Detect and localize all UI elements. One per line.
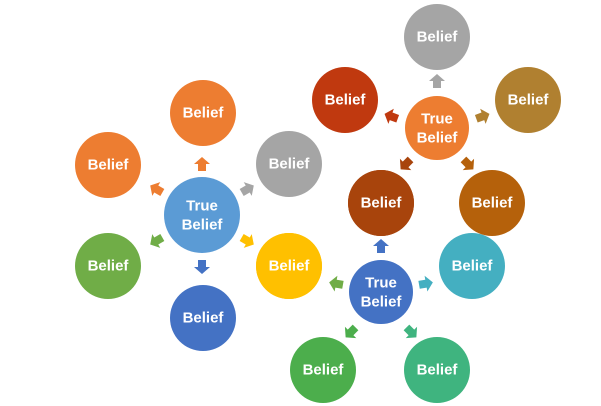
arrow-icon [429,74,445,88]
hub-label-line1: True [421,111,453,128]
belief-node-label: Belief [325,92,367,109]
belief-node-label: Belief [417,362,459,379]
arrow-icon [474,108,490,124]
belief-node [404,4,470,70]
belief-node-label: Belief [269,258,311,275]
hub-label-line2: Belief [182,217,224,234]
arrow-icon [403,324,418,339]
arrow-icon [399,156,414,171]
arrow-icon [239,234,254,248]
belief-node [75,132,141,198]
arrow-icon [239,182,254,196]
belief-node [256,233,322,299]
belief-node-label: Belief [303,362,345,379]
belief-node-label: Belief [361,195,403,212]
belief-node [404,337,470,403]
true-belief-hub [164,177,240,253]
belief-node-label: Belief [452,258,494,275]
arrow-icon [150,234,165,248]
arrow-icon [344,324,359,339]
belief-node [170,80,236,146]
true-belief-hub [405,96,469,160]
belief-node [290,337,356,403]
belief-node [75,233,141,299]
belief-node [495,67,561,133]
true-belief-hub [349,260,413,324]
hub-label-line2: Belief [361,294,403,311]
belief-node-label: Belief [183,105,225,122]
belief-node [256,131,322,197]
arrow-icon [194,157,210,171]
hub-label-line2: Belief [417,130,459,147]
belief-node-label: Belief [88,157,130,174]
arrow-icon [418,275,433,292]
arrow-icon [194,260,210,274]
belief-node-label: Belief [183,310,225,327]
arrow-icon [460,156,475,171]
hub-label-line1: True [365,275,397,292]
hub-label-line1: True [186,198,218,215]
arrow-icon [150,182,165,196]
belief-node [312,67,378,133]
belief-node-label: Belief [88,258,130,275]
belief-node [439,233,505,299]
arrow-icon [373,239,389,253]
belief-node [348,170,414,236]
belief-node-label: Belief [472,195,514,212]
belief-node-label: Belief [417,29,459,46]
belief-node [170,285,236,351]
belief-node [459,170,525,236]
arrow-icon [384,108,400,124]
arrow-icon [329,275,344,292]
belief-node-label: Belief [508,92,550,109]
belief-node-label: Belief [269,156,311,173]
